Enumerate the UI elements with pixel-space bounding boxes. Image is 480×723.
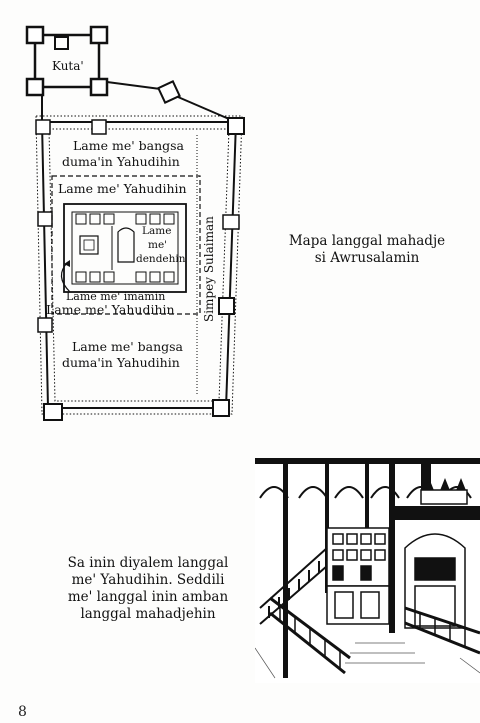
priests-court-label: Lame me' imamin bbox=[66, 290, 165, 303]
synagogue-caption-line4: langgal mahadjehin bbox=[80, 606, 216, 622]
priests-arrow bbox=[60, 261, 71, 293]
temple-building bbox=[63, 203, 187, 293]
columns bbox=[283, 458, 431, 678]
map-caption: Mapa langgal mahadje si Awrusalamin bbox=[272, 233, 462, 267]
outer-court-top-line2: duma'in Yahudihin bbox=[62, 154, 180, 169]
sanctuary-line3: dendehin bbox=[136, 253, 186, 265]
outer-court-top-line1: Lame me' bangsa bbox=[73, 138, 185, 153]
outer-wall bbox=[35, 115, 245, 421]
inner-court bbox=[51, 135, 201, 395]
synagogue-caption-line2: me' Yahudihin. Seddili bbox=[71, 572, 225, 588]
outer-court-bottom-line2: duma'in Yahudihin bbox=[62, 355, 180, 370]
floor-hatching bbox=[255, 642, 480, 679]
jewish-court-bottom-label: Lame me' Yahudihin bbox=[46, 302, 175, 317]
map-caption-line2: si Awrusalamin bbox=[314, 250, 420, 266]
synagogue-interior-illustration bbox=[255, 458, 480, 683]
temple-map: Kuta' bbox=[25, 25, 245, 421]
sanctuary-line1: Lame bbox=[142, 225, 171, 237]
map-caption-line1: Mapa langgal mahadje bbox=[288, 233, 446, 249]
priests-arrow-head bbox=[64, 260, 70, 267]
synagogue-caption-line3: me' langgal inin amban bbox=[67, 589, 229, 605]
bimah bbox=[326, 527, 390, 625]
outer-court-bottom-line1: Lame me' bangsa bbox=[72, 339, 184, 354]
sanctuary-line2: me' bbox=[148, 239, 167, 251]
railing-posts bbox=[279, 606, 466, 668]
synagogue-caption-line1: Sa inin diyalem langgal bbox=[67, 555, 229, 571]
jewish-court-top-label: Lame me' Yahudihin bbox=[58, 181, 187, 196]
synagogue-caption: Sa inin diyalem langgal me' Yahudihin. S… bbox=[50, 555, 246, 623]
page-number: 8 bbox=[18, 704, 27, 720]
kuta-label: Kuta' bbox=[52, 59, 84, 73]
kuta-fortress bbox=[25, 25, 237, 123]
portico-label: Simpey Sulaiman bbox=[202, 216, 216, 322]
